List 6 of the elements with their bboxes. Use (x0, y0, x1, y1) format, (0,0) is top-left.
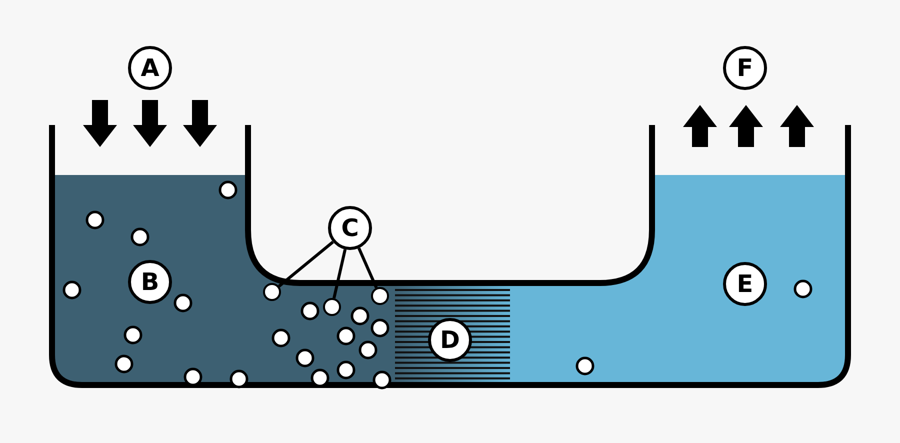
leader-line (278, 240, 334, 288)
leader-line (332, 249, 347, 299)
callout-letter: A (128, 46, 172, 90)
callout-letter: F (723, 46, 767, 90)
leader-line (358, 248, 378, 288)
callout-letter: C (328, 206, 372, 250)
